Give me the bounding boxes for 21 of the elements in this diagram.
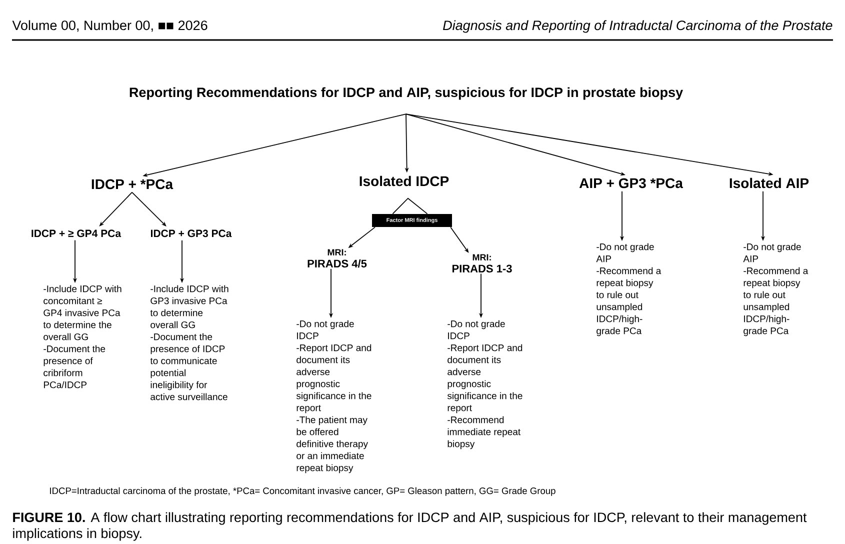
figure-caption: FIGURE 10. A flow chart illustrating reporting recommendations for IDCP and AIP, suspicious for IDCP, relevant to their management implications in biopsy.	[13, 512, 807, 541]
running-header: Volume 00, Number 00, ■■ 2026	[12, 20, 208, 32]
arrow	[132, 192, 166, 226]
connector-line	[392, 198, 428, 214]
subcategory-heading: IDCP + GP3 PCa	[151, 230, 232, 238]
recommendation-text: -Do not grade IDCP -Report IDCP and document its adverse prognostic significance in the report -The patient may be offered definitive therapy or an immediate repeat biopsy	[296, 320, 372, 474]
recommendation-text: -Include IDCP with GP3 invasive PCa to determine overall GG -Document the presence of IDCP to communicate potential ineligibility for active surveillance	[150, 285, 228, 400]
diagram-title: Reporting Recommendations for IDCP and AIP, suspicious for IDCP in prostate biopsy	[130, 87, 683, 100]
recommendation-text: -Do not grade AIP -Recommend a repeat biopsy to rule out unsampled IDCP/high-grade PCa	[596, 243, 662, 336]
running-header: Diagnosis and Reporting of Intraductal Carcinoma of the Prostate	[443, 20, 832, 33]
recommendation-text: -Do not grade AIP -Recommend a repeat biopsy to rule out unsampled IDCP/high-grade PCa	[743, 243, 808, 336]
footnote-text: IDCP=Intraductal carcinoma of the prostate, *PCa= Concomitant invasive cancer, GP= Gleason pattern, GG= Grade Group	[50, 487, 556, 496]
subcategory-heading: IDCP + ≥ GP4 PCa	[32, 230, 122, 238]
category-heading: AIP + GP3 *PCa	[579, 178, 684, 188]
recommendation-text: -Do not grade IDCP -Report IDCP and document its adverse prognostic significance in the report -Recommend immediate repeat biopsy	[447, 320, 522, 450]
category-heading: Isolated IDCP	[360, 176, 449, 186]
category-heading: IDCP + *PCa	[92, 179, 174, 190]
recommendation-text: -Include IDCP with concomitant ≥ GP4 invasive PCa to determine the overall GG -Document the presence of cribriform PCa/IDCP	[43, 285, 122, 388]
mri-heading: MRI: PIRADS 1-3	[452, 254, 512, 273]
mri-heading: MRI: PIRADS 4/5	[308, 249, 367, 268]
category-heading: Isolated AIP	[730, 178, 809, 188]
